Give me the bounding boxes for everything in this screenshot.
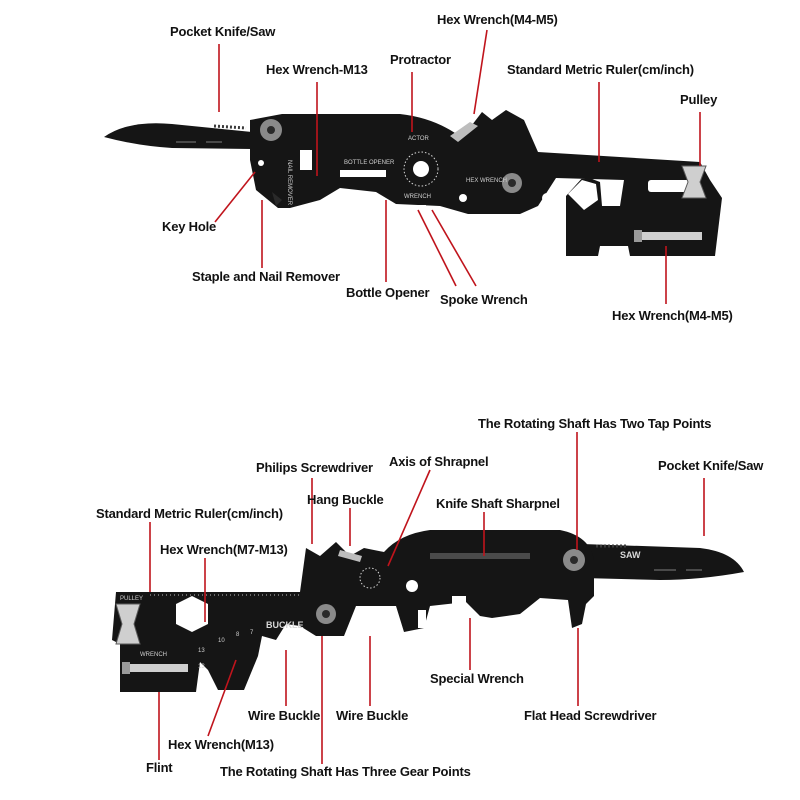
label-ruler-bottom: Standard Metric Ruler(cm/inch) — [96, 506, 283, 521]
bottom-engr-10: 10 — [218, 638, 225, 644]
label-wire-buckle-b: Wire Buckle — [336, 708, 408, 723]
top-leaders — [214, 29, 701, 304]
bottom-tool-body — [112, 530, 594, 692]
label-shaft-tap-points: The Rotating Shaft Has Two Tap Points — [478, 416, 711, 431]
bottom-engr-wrench: WRENCH — [140, 652, 167, 658]
top-tool: BOTTLE OPENER WRENCH HEX WRENCH ACTOR NA… — [104, 110, 722, 256]
bottom-leaders — [149, 432, 705, 764]
top-engr-hex-wrench: HEX WRENCH — [466, 178, 507, 184]
label-knife-shaft-sharpnel: Knife Shaft Sharpnel — [436, 496, 560, 511]
bottom-engr-7: 7 — [250, 630, 254, 636]
bottom-engr-buckle: BUCKLE — [266, 620, 304, 630]
bottom-labels: The Rotating Shaft Has Two Tap Points Ph… — [96, 416, 764, 779]
top-engr-protractor: ACTOR — [408, 136, 430, 142]
label-hex-wrench-m4m5-a: Hex Wrench(M4-M5) — [437, 12, 558, 27]
label-shrapnel-axis: Axis of Shrapnel — [389, 454, 488, 469]
label-shaft-gear-points: The Rotating Shaft Has Three Gear Points — [220, 764, 471, 779]
label-wire-buckle-a: Wire Buckle — [248, 708, 320, 723]
label-hex-wrench-m13-top: Hex Wrench-M13 — [266, 62, 368, 77]
bottom-pulley — [115, 603, 141, 645]
top-tool-body — [250, 110, 722, 256]
bottom-engr-13a: 13 — [198, 648, 205, 654]
top-engr-bottle-opener: BOTTLE OPENER — [344, 160, 395, 166]
top-pulley — [681, 165, 707, 199]
label-special-wrench: Special Wrench — [430, 671, 524, 686]
label-spoke-wrench: Spoke Wrench — [440, 292, 528, 307]
label-key-hole: Key Hole — [162, 219, 216, 234]
bottom-engr-pulley: PULLEY — [120, 596, 143, 602]
bottom-engr-saw: SAW — [620, 550, 641, 560]
top-engr-wrench: WRENCH — [404, 194, 431, 200]
label-flat-head-screwdriver: Flat Head Screwdriver — [524, 708, 656, 723]
top-labels: Pocket Knife/Saw Hex Wrench-M13 Protract… — [162, 12, 733, 323]
top-engr-nail-remover: NAIL REMOVER — [286, 160, 292, 206]
bottom-knife-blade — [582, 544, 744, 580]
label-pocket-knife-bottom: Pocket Knife/Saw — [658, 458, 764, 473]
label-hang-buckle: Hang Buckle — [307, 492, 384, 507]
label-pulley: Pulley — [680, 92, 718, 107]
bottom-engr-13b: 13 — [198, 664, 205, 670]
label-philips-screwdriver: Philips Screwdriver — [256, 460, 373, 475]
label-hex-wrench-m7m13: Hex Wrench(M7-M13) — [160, 542, 288, 557]
bottom-engr-8: 8 — [236, 632, 240, 638]
label-hex-wrench-m4m5-b: Hex Wrench(M4-M5) — [612, 308, 733, 323]
label-pocket-knife-top: Pocket Knife/Saw — [170, 24, 276, 39]
label-flint: Flint — [146, 760, 173, 775]
label-hex-wrench-m13-bottom: Hex Wrench(M13) — [168, 737, 274, 752]
label-ruler-top: Standard Metric Ruler(cm/inch) — [507, 62, 694, 77]
label-protractor: Protractor — [390, 52, 451, 67]
label-bottle-opener: Bottle Opener — [346, 285, 429, 300]
bottom-tool: PULLEY BUCKLE WRENCH SAW 13 13 10 8 7 — [112, 530, 744, 692]
label-staple-remover: Staple and Nail Remover — [192, 269, 340, 284]
top-knife-blade — [104, 123, 252, 149]
